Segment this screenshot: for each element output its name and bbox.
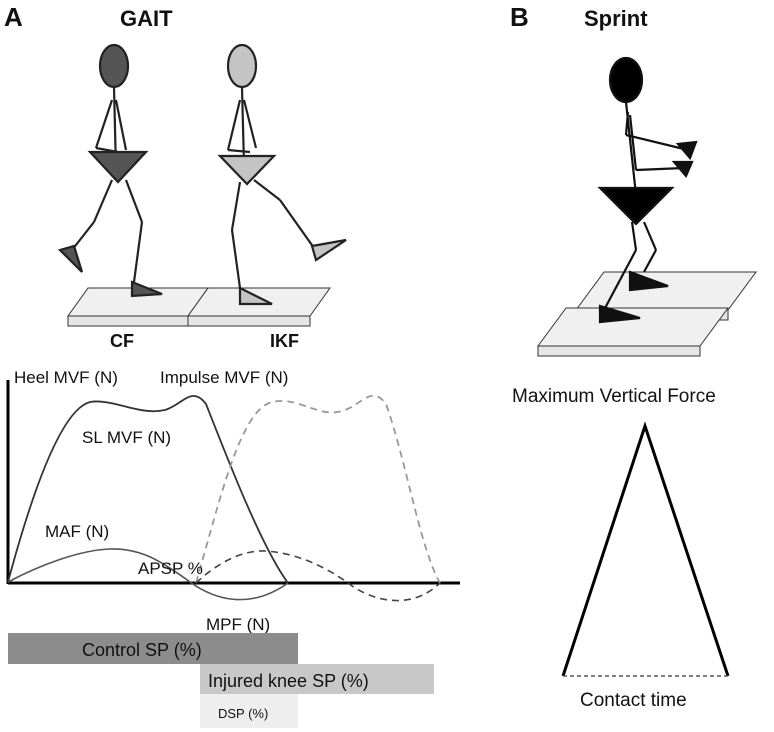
injured-knee-sp-bar	[200, 664, 434, 694]
label-maf: MAF (N)	[45, 522, 109, 541]
label-sl-mvf: SL MVF (N)	[82, 428, 171, 447]
injured-knee-sp-label: Injured knee SP (%)	[208, 671, 369, 691]
control-vertical-force-curve	[7, 395, 289, 584]
panel-b-letter: B	[510, 2, 529, 32]
max-vertical-force-label: Maximum Vertical Force	[512, 386, 716, 407]
label-mpf: MPF (N)	[206, 615, 270, 634]
plate-label-cf: CF	[110, 331, 134, 351]
control-ap-force-curve	[7, 548, 289, 601]
injured-vertical-force-curve	[195, 395, 441, 584]
plate-label-ikf: IKF	[270, 331, 299, 351]
panel-a-letter: A	[4, 2, 23, 32]
ikf-stick-figure	[217, 43, 347, 306]
cf-stick-figure	[57, 43, 163, 298]
contact-time-label: Contact time	[580, 690, 687, 711]
control-sp-label: Control SP (%)	[82, 640, 202, 660]
force-plates-gait	[67, 287, 331, 327]
dsp-bar	[200, 694, 298, 728]
label-apsp: APSP %	[138, 559, 203, 578]
sprint-force-triangle	[561, 421, 730, 677]
dsp-label: DSP (%)	[218, 706, 268, 721]
label-impulse-mvf: Impulse MVF (N)	[160, 368, 288, 387]
panel-a-title: GAIT	[120, 6, 173, 31]
label-heel-mvf: Heel MVF (N)	[14, 368, 118, 387]
sprint-stick-figure	[597, 56, 698, 324]
injured-ap-force-curve	[195, 550, 441, 602]
control-sp-bar	[8, 633, 298, 664]
panel-b-title: Sprint	[584, 6, 648, 31]
